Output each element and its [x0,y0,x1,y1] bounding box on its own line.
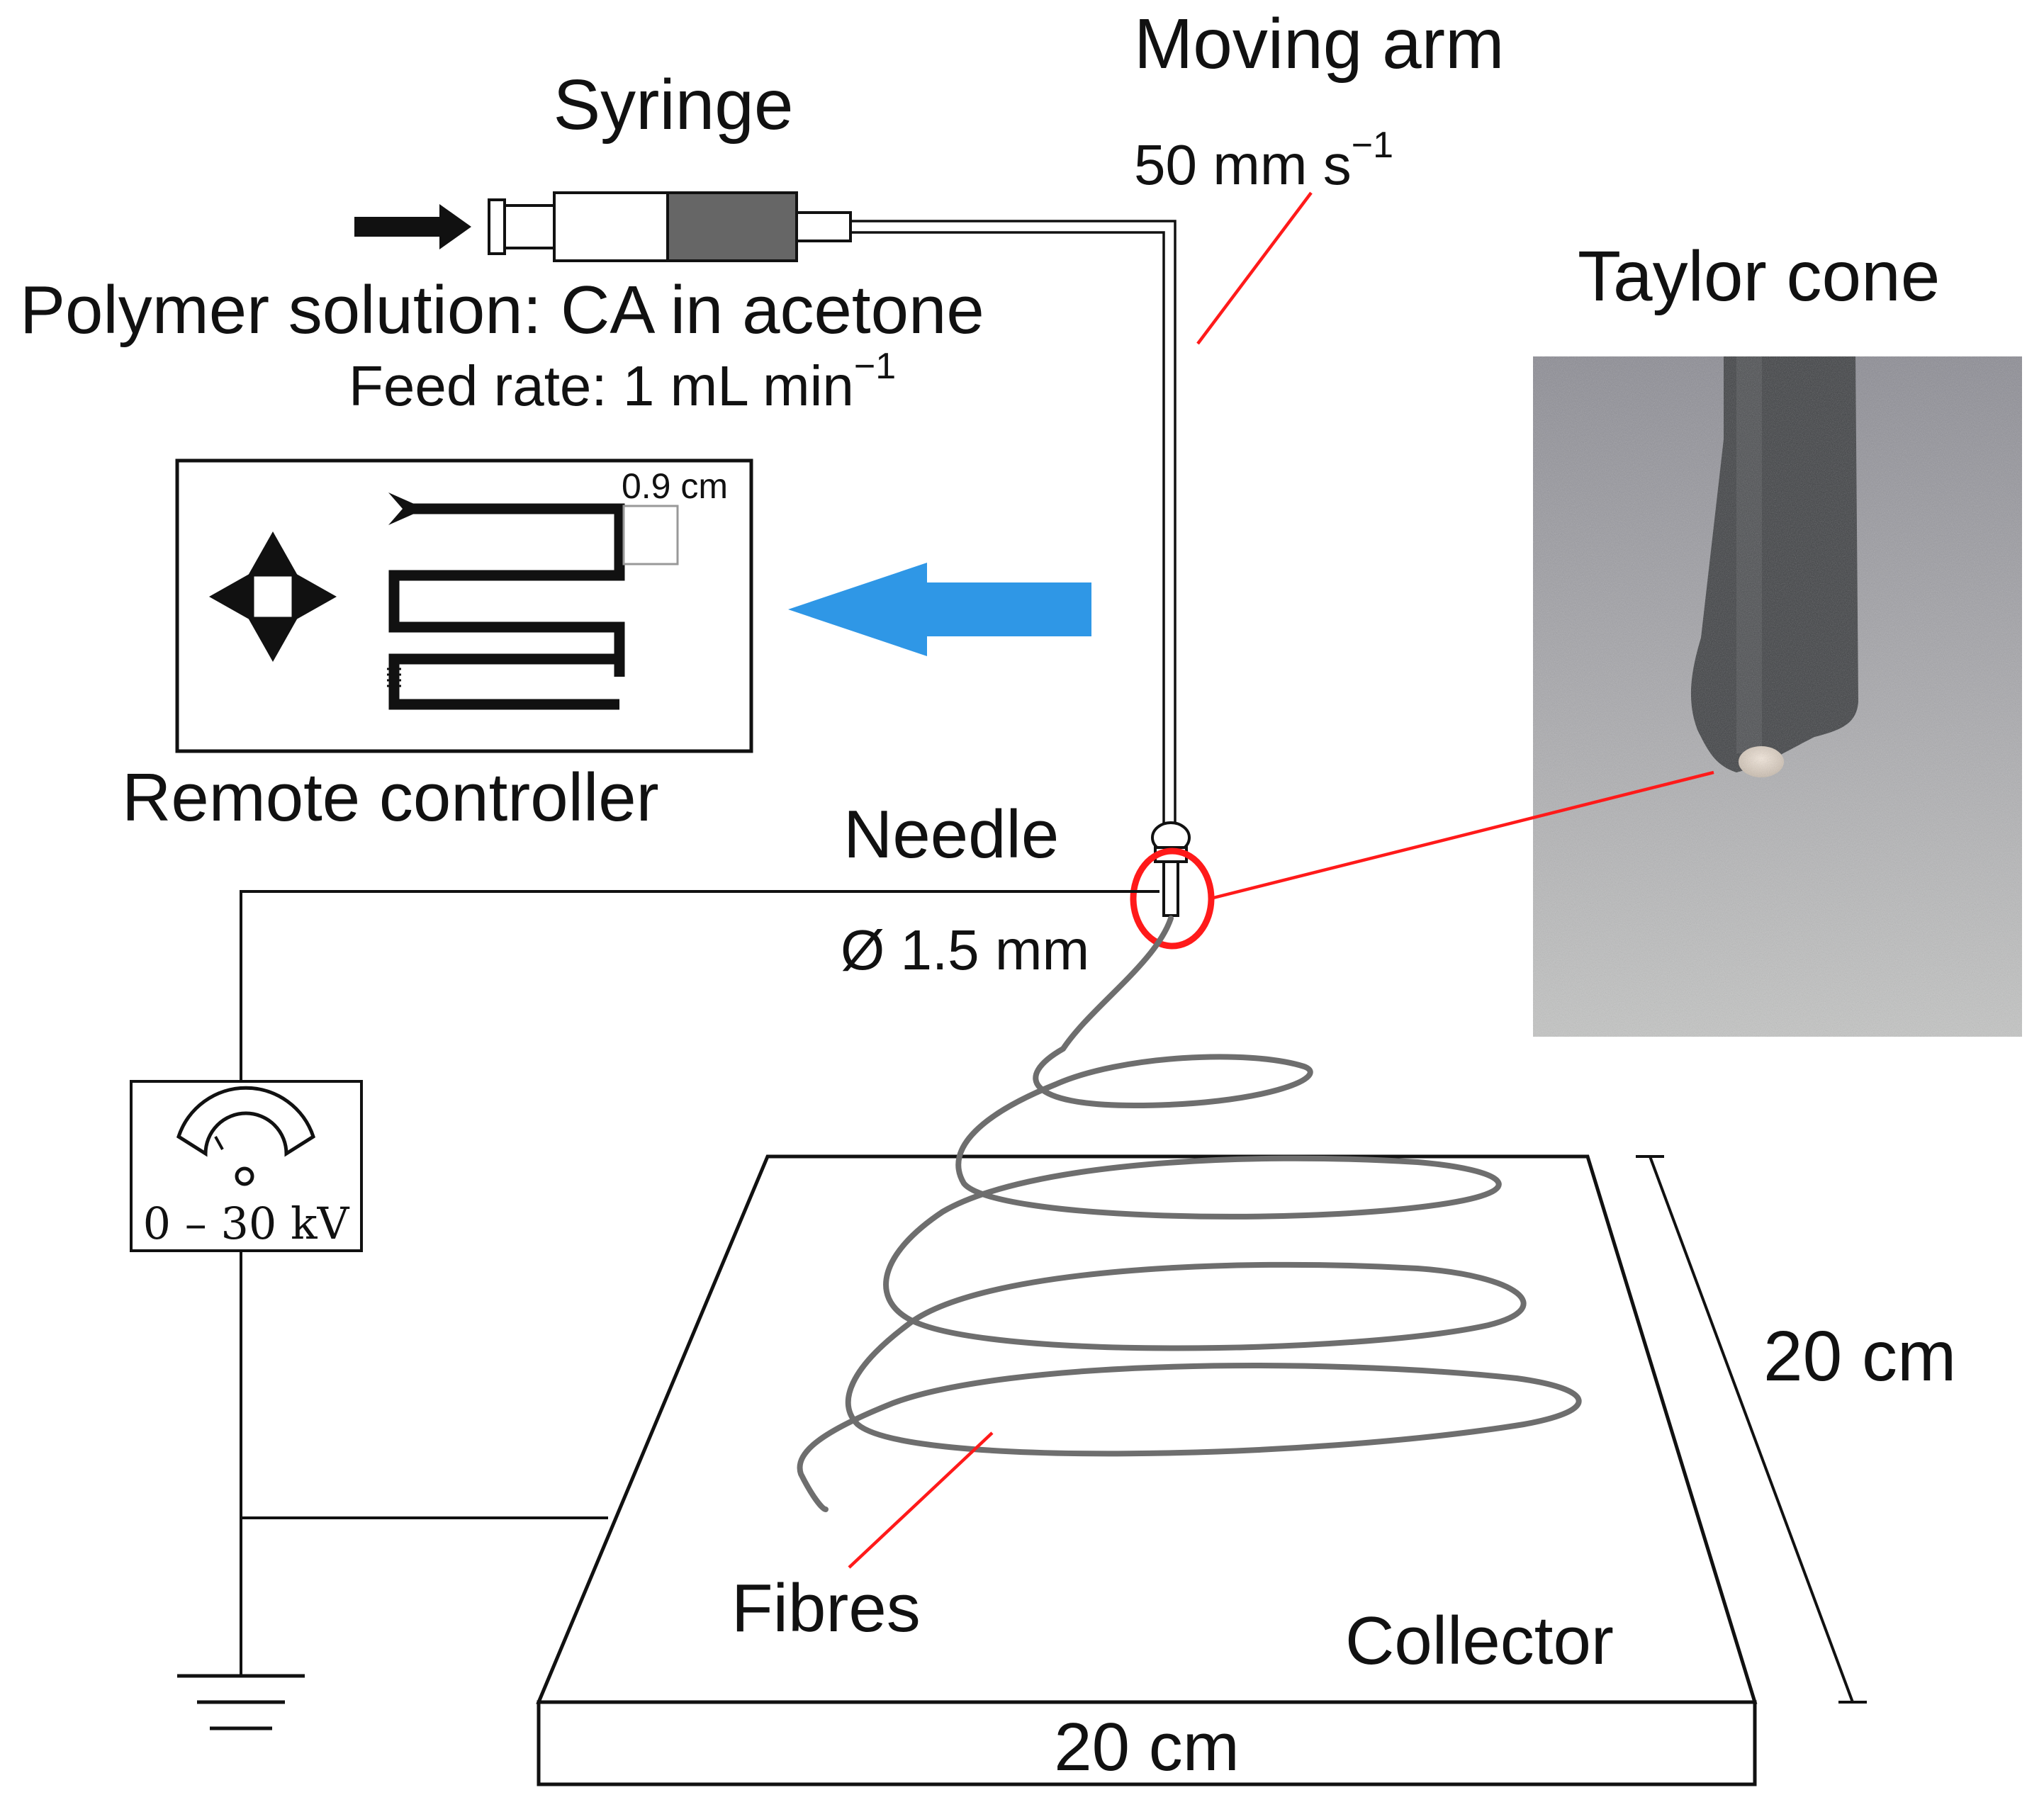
remote-controller: 0.9 cm [175,458,753,753]
arm-speed-exponent: −1 [1352,125,1393,166]
voltage-label: 0 – 30 kV [143,1198,350,1249]
collector-label: Collector [1345,1603,1614,1679]
gauge-needle [214,1136,224,1150]
circuit-wires [240,890,1159,1676]
moving-arm-label: Moving arm [1134,4,1504,84]
moving-arm-callout [1196,191,1313,345]
tube [850,220,1177,833]
collector-width-label: 20 cm [1054,1709,1239,1785]
needle [1130,821,1215,950]
needle-shaft [1162,860,1179,917]
depth-dimension [1636,1155,1867,1704]
polymer-solution-label: Polymer solution: CA in acetone [20,272,984,348]
scale-box [622,505,679,565]
scan-end-hatch [387,668,401,687]
push-arrow-icon [354,204,471,249]
feed-rate-label: Feed rate: 1 mL min−1 [349,346,896,417]
needle-label: Needle [843,796,1059,872]
ground-symbol-icon [177,1674,305,1730]
callout-lines [848,191,1714,1569]
syringe-barrel [553,191,669,262]
syringe-plunger-rod [503,204,556,249]
high-voltage-supply: 0 – 30 kV [130,1080,363,1252]
feed-rate-value: Feed rate: 1 mL min [349,354,854,417]
collector [536,1154,1758,1786]
remote-controller-label: Remote controller [122,760,659,835]
gauge-pivot [235,1166,254,1186]
arm-speed-value: 50 mm s [1134,133,1352,196]
arrow-left-icon [788,563,1091,656]
arm-speed-label: 50 mm s−1 [1134,125,1393,196]
collector-depth-label: 20 cm [1763,1317,1956,1396]
four-way-arrow-icon [209,531,337,662]
needle-diameter-label: Ø 1.5 mm [841,918,1089,981]
scale-label: 0.9 cm [622,466,728,506]
feed-rate-exponent: −1 [854,346,896,387]
fibres-callout [848,1431,994,1569]
photo-noise [1533,356,2022,1037]
taylor-cone-photo [1533,356,2022,1037]
fibres-label: Fibres [731,1570,921,1646]
fibre-jet [797,916,1582,1512]
collector-front [537,1700,1757,1786]
raster-scan-path [388,503,625,710]
taylor-cone-callout [1210,770,1714,901]
polymer-solution [666,191,798,262]
scan-start-arrow-icon [388,492,425,525]
syringe [354,191,852,262]
gauge-icon [176,1086,315,1157]
syringe-label: Syringe [553,65,793,145]
syringe-tip [795,211,852,242]
taylor-cone-label: Taylor cone [1578,237,1940,316]
syringe-plunger-end [488,198,506,255]
